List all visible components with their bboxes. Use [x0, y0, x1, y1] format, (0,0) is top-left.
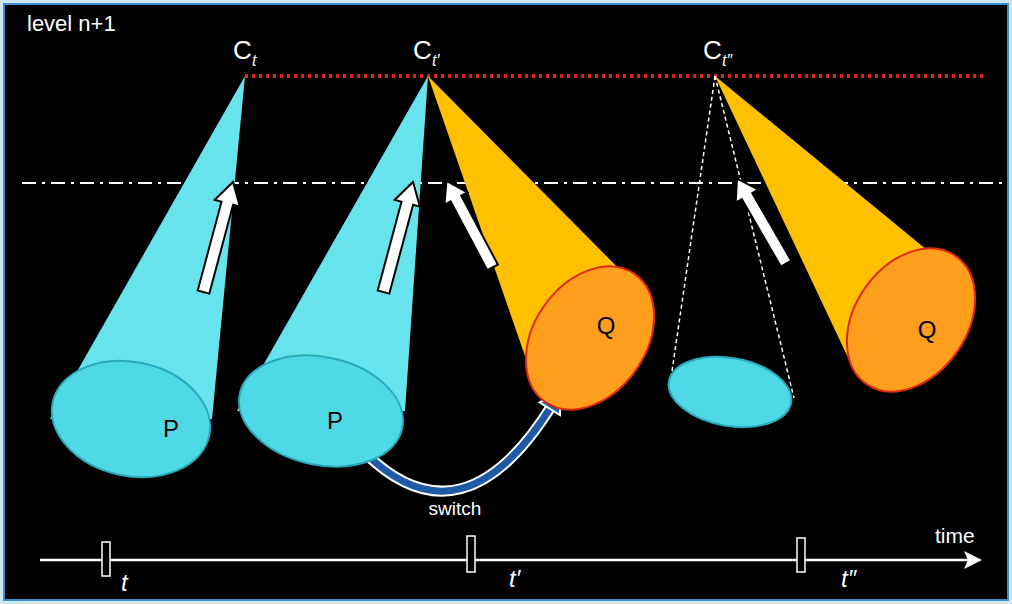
ellipse-node: P	[237, 355, 405, 467]
dotted-cone-edge	[715, 76, 794, 398]
level-label: level n+1	[26, 12, 117, 36]
time-point-label: t	[120, 570, 129, 596]
cone-apex-label: C	[232, 36, 253, 65]
up-arrow	[191, 179, 246, 296]
ellipse-shape	[41, 347, 221, 492]
faded-ellipse	[663, 348, 797, 436]
ellipse-outline	[50, 360, 212, 478]
time-tick	[102, 542, 110, 576]
set-label: Q	[918, 317, 937, 343]
cone	[715, 76, 966, 366]
up-arrow	[435, 175, 504, 274]
ellipse-shape	[820, 224, 1001, 416]
frame: PPQQlevel n+1CtCt′Ct″timett′t″switch	[3, 3, 1009, 601]
ellipse-node: Q	[848, 240, 974, 400]
ellipse-outline	[848, 240, 974, 400]
ellipse-shape	[229, 341, 414, 481]
set-label: P	[163, 416, 179, 442]
ellipse-outline	[527, 258, 653, 418]
subscript: t′	[431, 52, 440, 70]
up-arrow	[371, 179, 426, 296]
axis-label: time	[934, 524, 976, 547]
set-label: Q	[597, 313, 616, 339]
ellipse-shape	[499, 242, 680, 434]
ellipse-outline	[237, 355, 405, 467]
axis-arrowhead	[964, 551, 982, 569]
up-arrow	[726, 172, 798, 270]
time-axis	[40, 559, 968, 562]
subscript: t″	[721, 52, 733, 70]
stage: PPQQlevel n+1CtCt′Ct″timett′t″switch	[3, 3, 1009, 601]
time-point-label: t′	[508, 566, 521, 592]
time-tick	[467, 536, 475, 572]
dotted-cone-edge	[670, 76, 715, 385]
level-line	[245, 74, 985, 78]
cone-apex-label: C	[702, 36, 723, 65]
set-label: P	[327, 408, 343, 434]
time-tick	[797, 538, 805, 572]
subscript: t	[251, 52, 257, 70]
cone-apex-label: C	[412, 36, 433, 65]
edge-label: switch	[427, 499, 482, 520]
ellipse-node: Q	[527, 258, 653, 418]
ellipse-node: P	[50, 360, 212, 478]
time-point-label: t″	[840, 566, 857, 592]
